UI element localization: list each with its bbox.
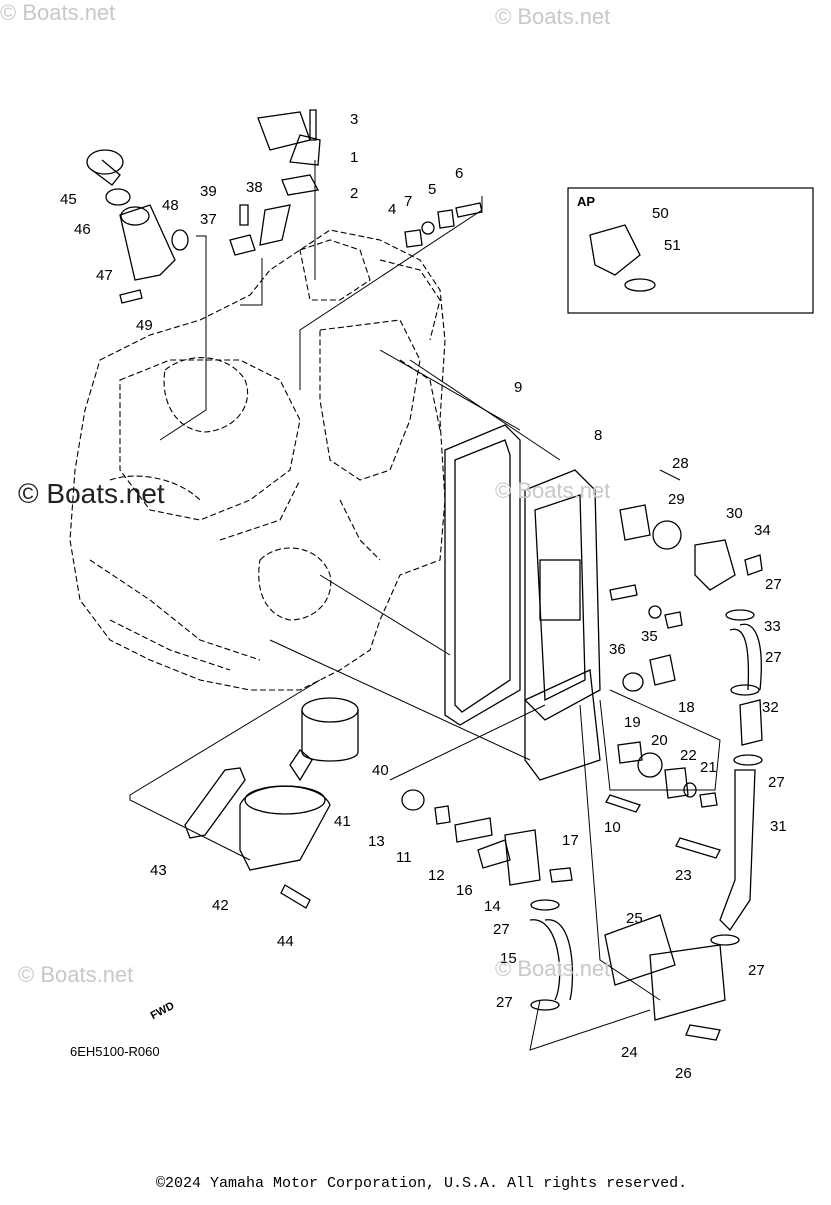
callout-30: 30 [726,505,743,522]
callout-5: 5 [428,181,436,198]
callout-numbers: 1234567891011121314151617181920212223242… [60,111,787,1082]
callout-4: 4 [388,201,396,218]
callout-2: 2 [350,185,358,202]
callout-40: 40 [372,762,389,779]
callout-10: 10 [604,819,621,836]
watermark-bottom-right: © Boats.net [495,956,611,981]
callout-37: 37 [200,211,217,228]
callout-43: 43 [150,862,167,879]
callout-23: 23 [675,867,692,884]
callout-45: 45 [60,191,77,208]
callout-19: 19 [624,714,641,731]
callout-38: 38 [246,179,263,196]
callout-41: 41 [334,813,351,830]
callout-27e: 27 [493,921,510,938]
callout-14: 14 [484,898,501,915]
callout-42: 42 [212,897,229,914]
callout-22: 22 [680,747,697,764]
callout-50: 50 [652,205,669,222]
watermark-mid-right: © Boats.net [495,478,611,503]
callout-12: 12 [428,867,445,884]
callout-7: 7 [404,193,412,210]
engine-block [69,229,446,691]
callout-35: 35 [641,628,658,645]
callout-9: 9 [514,379,522,396]
callout-27d: 27 [748,962,765,979]
gasket-9 [444,424,521,726]
callout-46: 46 [74,221,91,238]
callout-6: 6 [455,165,463,182]
watermark-top-right: © Boats.net [495,4,611,29]
callout-15: 15 [500,950,517,967]
callout-16: 16 [456,882,473,899]
callout-36: 36 [609,641,626,658]
callout-29: 29 [668,491,685,508]
callout-27b: 27 [765,649,782,666]
inset-box-ap [567,187,814,314]
callout-27c: 27 [768,774,785,791]
callout-20: 20 [651,732,668,749]
callout-47: 47 [96,267,113,284]
inset-label: AP [577,194,596,209]
callout-32: 32 [762,699,779,716]
callout-51: 51 [664,237,681,254]
callout-17: 17 [562,832,579,849]
copyright-footer: ©2024 Yamaha Motor Corporation, U.S.A. A… [156,1175,688,1192]
callout-27a: 27 [765,576,782,593]
callout-34: 34 [754,522,771,539]
callout-33: 33 [764,618,781,635]
watermark-bottom-left: © Boats.net [18,962,134,987]
callout-18: 18 [678,699,695,716]
watermark-mid-left: © Boats.net [18,478,165,509]
callout-44: 44 [277,933,294,950]
callout-8: 8 [594,427,602,444]
callout-3: 3 [350,111,358,128]
callout-24: 24 [621,1044,638,1061]
callout-21: 21 [700,759,717,776]
callout-1: 1 [350,149,358,166]
callout-31: 31 [770,818,787,835]
callout-13: 13 [368,833,385,850]
callout-27f: 27 [496,994,513,1011]
diagram-code: 6EH5100-R060 [70,1044,160,1059]
callout-26: 26 [675,1065,692,1082]
callout-25: 25 [626,910,643,927]
watermark-top-left: © Boats.net [0,0,116,25]
callout-49: 49 [136,317,153,334]
callout-39: 39 [200,183,217,200]
callout-28: 28 [672,455,689,472]
callout-48: 48 [162,197,179,214]
callout-11: 11 [396,849,412,866]
